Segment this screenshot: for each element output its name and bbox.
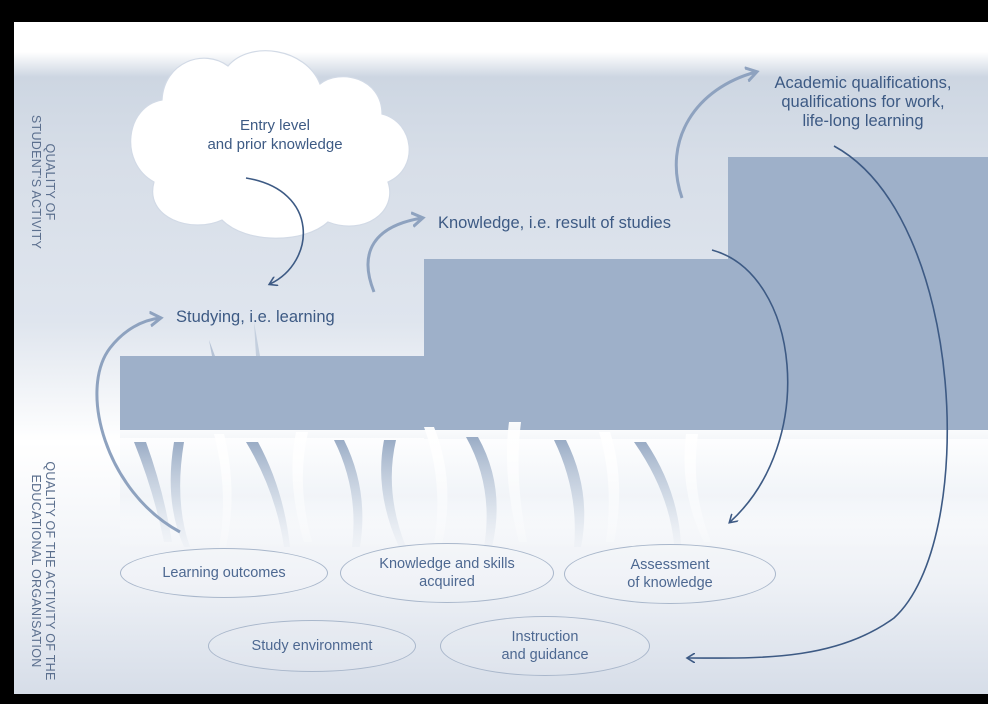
side-label-top-line-1: QUALITY OF (43, 143, 57, 221)
oval-learning-outcomes: Learning outcomes (120, 548, 328, 598)
side-label-educational-organisation: QUALITY OF THE ACTIVITY OF THE EDUCATION… (27, 446, 57, 694)
arrow-entry-to-studying (245, 177, 305, 284)
side-label-student-activity: QUALITY OF STUDENT'S ACTIVITY (27, 112, 57, 252)
diagram-canvas: QUALITY OF STUDENT'S ACTIVITY QUALITY OF… (14, 22, 988, 694)
node-entry-level: Entry level and prior knowledge (190, 116, 360, 154)
step-3 (728, 157, 988, 439)
node-entry-level-line-1: Entry level (239, 117, 311, 134)
diagram-graphics (95, 50, 988, 694)
node-entry-level-line-2: and prior knowledge (207, 136, 343, 153)
node-academic-line-1: Academic qualifications, (774, 74, 952, 92)
arrow-knowledge-to-academic (674, 72, 756, 199)
arrow-studying-to-knowledge (366, 218, 422, 293)
oval-assessment: Assessment of knowledge (564, 544, 776, 604)
arrow-academic-to-instruction (688, 145, 948, 658)
oval-instruction: Instruction and guidance (440, 616, 650, 676)
arrow-learning-outcomes-to-studying (95, 318, 181, 534)
oval-assessment-line-1: Assessment (630, 557, 710, 573)
oval-study-environment: Study environment (208, 620, 416, 672)
side-label-top-line-2: STUDENT'S ACTIVITY (29, 114, 43, 250)
arrow-knowledge-to-assessment (711, 249, 789, 522)
node-academic-line-2: qualifications for work, (781, 93, 945, 111)
oval-study-environment-line-1: Study environment (251, 638, 373, 654)
node-academic-line-3: life-long learning (802, 112, 924, 130)
oval-assessment-line-2: of knowledge (627, 575, 713, 591)
oval-instruction-line-1: Instruction (511, 629, 579, 645)
side-label-bottom-line-1: QUALITY OF THE ACTIVITY OF THE (43, 461, 57, 681)
node-academic-qualifications: Academic qualifications, qualifications … (748, 74, 978, 131)
oval-learning-outcomes-line-1: Learning outcomes (162, 565, 286, 581)
oval-knowledge-skills-line-2: acquired (419, 574, 475, 590)
oval-instruction-line-2: and guidance (501, 647, 589, 663)
node-knowledge: Knowledge, i.e. result of studies (438, 214, 671, 232)
step-1 (120, 356, 440, 438)
step-2 (424, 259, 734, 439)
oval-knowledge-skills-line-1: Knowledge and skills (379, 556, 515, 572)
node-studying: Studying, i.e. learning (176, 308, 335, 326)
cloud-shape (130, 50, 410, 239)
side-label-bottom-line-2: EDUCATIONAL ORGANISATION (29, 474, 43, 668)
oval-knowledge-skills: Knowledge and skills acquired (340, 543, 554, 603)
grass-decoration (120, 322, 988, 550)
